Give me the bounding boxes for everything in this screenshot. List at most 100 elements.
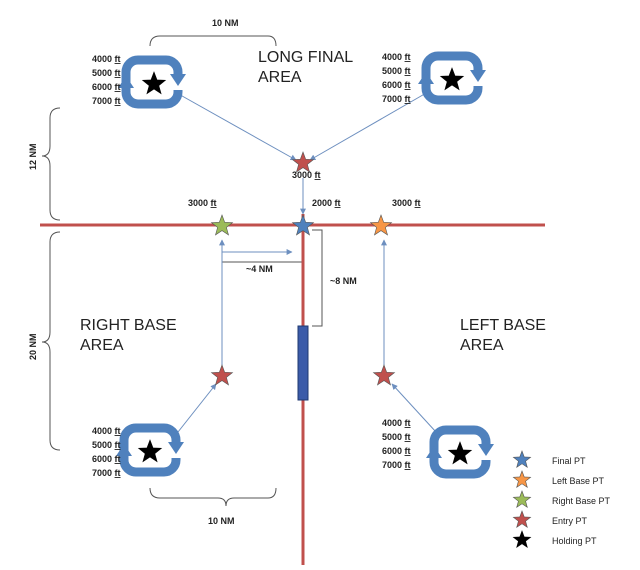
svg-text:6000 ft: 6000 ft xyxy=(382,80,411,90)
alt-5000: 5000 xyxy=(382,66,402,76)
bottom-width-label: 10 NM xyxy=(208,516,235,526)
svg-text:6000 ft: 6000 ft xyxy=(92,82,121,92)
alt-6000: 6000 xyxy=(92,82,112,92)
connector-left-hold-to-entry xyxy=(174,91,297,161)
connector-lb-hold-to-entry xyxy=(391,383,437,433)
altitudes-long-final-right: 4000 ft 5000 ft 6000 ft 7000 ft xyxy=(382,52,411,104)
alt-unit: ft xyxy=(115,468,121,478)
alt-unit: ft xyxy=(405,52,411,62)
holding-point-long-final-right-star-icon xyxy=(439,67,465,91)
alt-5000: 5000 xyxy=(92,68,112,78)
long-final-area-label-1: LONG FINAL xyxy=(258,49,353,66)
altitudes-left-base: 4000 ft 5000 ft 6000 ft 7000 ft xyxy=(382,418,411,470)
alt-unit: ft xyxy=(405,80,411,90)
legend-label-entry: Entry PT xyxy=(552,516,588,526)
altitudes-long-final-left: 4000 ft 5000 ft 6000 ft 7000 ft xyxy=(92,54,121,106)
alt-unit: ft xyxy=(115,96,121,106)
top-width-label: 10 NM xyxy=(212,18,239,28)
alt-unit: ft xyxy=(405,432,411,442)
final-offset-bracket xyxy=(312,229,323,327)
alt-unit: ft xyxy=(405,446,411,456)
left-base-area-label-2: AREA xyxy=(460,337,504,354)
alt-5000: 5000 xyxy=(92,440,112,450)
final-altitude: 2000 ft xyxy=(312,198,341,208)
holding-point-right-base-star-icon xyxy=(137,439,163,463)
alt-4000: 4000 xyxy=(382,52,402,62)
right-base-point-star-icon xyxy=(210,214,234,236)
entry-point-right-base-star-icon xyxy=(210,364,234,386)
left-base-altitude: 3000 ft xyxy=(392,198,421,208)
right-base-offset-label: ~4 NM xyxy=(246,264,273,274)
alt-unit: ft xyxy=(115,54,121,64)
alt-6000: 6000 xyxy=(382,80,402,90)
entry-point-long-final-star-icon xyxy=(291,151,315,173)
holding-point-long-final-left-star-icon xyxy=(141,71,167,95)
lower-height-label: 20 NM xyxy=(28,333,38,360)
alt-unit: ft xyxy=(115,440,121,450)
fix-points xyxy=(137,67,532,548)
lower-height-bracket xyxy=(41,231,61,451)
connector-rb-hold-to-entry xyxy=(177,383,217,433)
alt-unit: ft xyxy=(405,418,411,428)
svg-text:5000 ft: 5000 ft xyxy=(92,68,121,78)
connectors xyxy=(174,91,437,433)
alt-5000: 5000 xyxy=(382,432,402,442)
right-base-area-label-1: RIGHT BASE xyxy=(80,317,177,334)
alt-6000: 6000 xyxy=(382,446,402,456)
entry-point-left-base-star-icon xyxy=(372,364,396,386)
alt-4000: 4000 xyxy=(92,54,112,64)
final-point-star-icon xyxy=(291,214,315,236)
alt-4000: 4000 xyxy=(382,418,402,428)
legend-star-left-base-star-icon xyxy=(512,470,532,488)
alt-unit: ft xyxy=(115,82,121,92)
alt-unit: ft xyxy=(405,66,411,76)
alt-unit: ft xyxy=(115,68,121,78)
svg-text:4000 ft: 4000 ft xyxy=(382,418,411,428)
alt-6000: 6000 xyxy=(92,454,112,464)
alt-7000: 7000 xyxy=(382,460,402,470)
left-base-point-star-icon xyxy=(369,214,393,236)
legend-label-left-base: Left Base PT xyxy=(552,476,605,486)
legend-star-holding-star-icon xyxy=(512,530,532,548)
svg-text:7000 ft: 7000 ft xyxy=(382,94,411,104)
svg-text:6000 ft: 6000 ft xyxy=(382,446,411,456)
legend: Final PT Left Base PT Right Base PT Entr… xyxy=(552,456,611,546)
holding-point-left-base-star-icon xyxy=(447,441,473,465)
legend-star-right-base-star-icon xyxy=(512,490,532,508)
svg-text:7000 ft: 7000 ft xyxy=(92,96,121,106)
upper-height-bracket xyxy=(41,107,61,221)
legend-label-final: Final PT xyxy=(552,456,586,466)
upper-height-label: 12 NM xyxy=(28,143,38,170)
alt-4000: 4000 xyxy=(92,426,112,436)
alt-unit: ft xyxy=(405,460,411,470)
alt-unit: ft xyxy=(405,94,411,104)
alt-7000: 7000 xyxy=(382,94,402,104)
legend-star-entry-star-icon xyxy=(512,510,532,528)
svg-text:5000 ft: 5000 ft xyxy=(92,440,121,450)
legend-star-final-star-icon xyxy=(512,450,532,468)
bottom-width-bracket xyxy=(149,487,277,507)
alt-unit: ft xyxy=(115,454,121,464)
long-final-area-label-2: AREA xyxy=(258,69,302,86)
alt-7000: 7000 xyxy=(92,96,112,106)
long-final-entry-altitude: 3000 ft xyxy=(292,170,321,180)
svg-text:5000 ft: 5000 ft xyxy=(382,66,411,76)
final-offset-label: ~8 NM xyxy=(330,276,357,286)
left-base-area-label-1: LEFT BASE xyxy=(460,317,546,334)
right-base-altitude: 3000 ft xyxy=(188,198,217,208)
svg-text:5000 ft: 5000 ft xyxy=(382,432,411,442)
legend-label-holding: Holding PT xyxy=(552,536,597,546)
alt-unit: ft xyxy=(115,426,121,436)
svg-text:4000 ft: 4000 ft xyxy=(382,52,411,62)
alt-7000: 7000 xyxy=(92,468,112,478)
legend-label-right-base: Right Base PT xyxy=(552,496,611,506)
svg-text:4000 ft: 4000 ft xyxy=(92,54,121,64)
right-base-area-label-2: AREA xyxy=(80,337,124,354)
svg-text:7000 ft: 7000 ft xyxy=(382,460,411,470)
svg-text:4000 ft: 4000 ft xyxy=(92,426,121,436)
runway xyxy=(297,325,309,401)
connector-right-hold-to-entry xyxy=(309,91,429,161)
svg-text:7000 ft: 7000 ft xyxy=(92,468,121,478)
